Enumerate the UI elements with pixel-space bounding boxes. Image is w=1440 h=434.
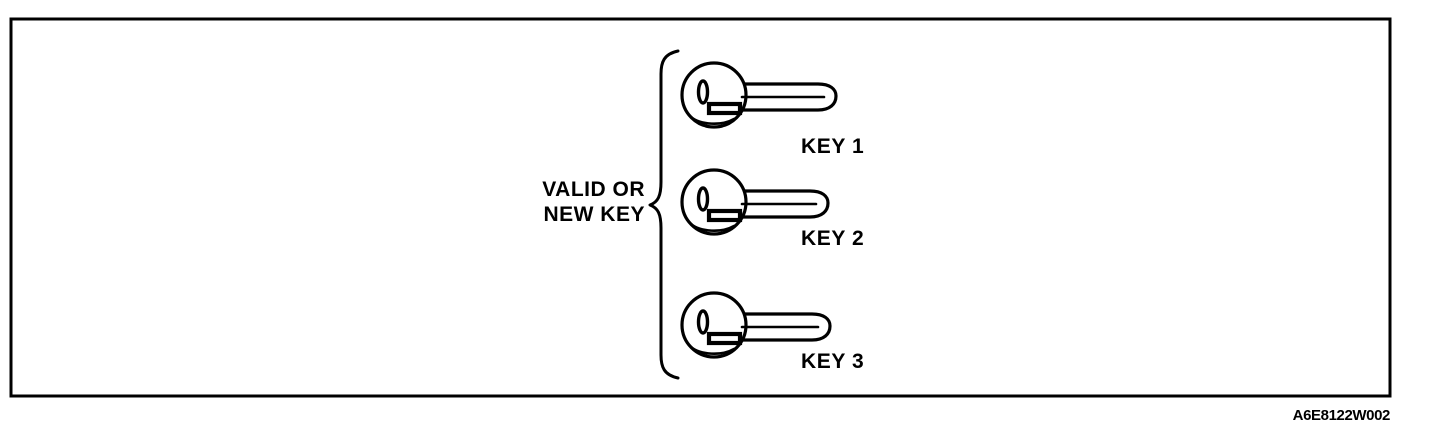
- car-key-icon: [680, 168, 830, 236]
- car-key-icon: [680, 61, 838, 129]
- key-illustration-2: KEY 2: [680, 168, 864, 250]
- car-key-icon: [680, 291, 832, 359]
- bracket-label: VALID OR NEW KEY: [542, 178, 645, 226]
- bracket-label-line2: NEW KEY: [543, 203, 645, 226]
- bracket-label-line1: VALID OR: [542, 178, 645, 201]
- key-illustration-1: KEY 1: [680, 61, 864, 158]
- figure-border: [9, 17, 1392, 398]
- key-label-2: KEY 2: [801, 227, 864, 250]
- key-label-3: KEY 3: [801, 350, 864, 373]
- grouping-brace: [648, 49, 680, 380]
- reference-code: A6E8122W002: [1293, 407, 1390, 424]
- key-label-1: KEY 1: [801, 135, 864, 158]
- key-illustration-3: KEY 3: [680, 291, 864, 373]
